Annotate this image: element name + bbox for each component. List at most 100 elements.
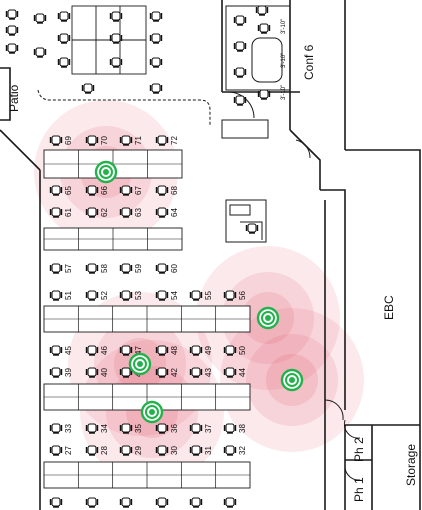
desk-number-label: 60 (170, 264, 179, 273)
access-points (94, 160, 304, 424)
chair-icon (119, 423, 133, 434)
wifi-access-point-icon[interactable] (280, 368, 304, 392)
chair-icon (223, 423, 237, 434)
desk-number-label: 71 (134, 136, 143, 145)
wifi-access-point-icon[interactable] (128, 352, 152, 376)
desk-number-label: 39 (64, 368, 73, 377)
chair-icon (155, 445, 169, 456)
desk-number-label: 57 (64, 264, 73, 273)
desk-number-label: 54 (170, 291, 179, 300)
chair-icon (233, 41, 247, 52)
chair-icon (85, 185, 99, 196)
chair-icon (257, 89, 271, 100)
chair-icon (119, 445, 133, 456)
desk-number-label: 66 (100, 186, 109, 195)
chair-icon (149, 11, 163, 22)
chair-icon (85, 263, 99, 274)
desk-number-label: 72 (170, 136, 179, 145)
desk-number-label: 58 (100, 264, 109, 273)
chair-icon (49, 263, 63, 274)
desk-number-label: 51 (64, 291, 73, 300)
desk-number-label: 64 (170, 208, 179, 217)
room-label-ph2: Ph 2 (352, 437, 366, 462)
chair-icon (119, 367, 133, 378)
desk-table (43, 227, 183, 251)
desk-number-label: 33 (64, 424, 73, 433)
chair-icon (119, 185, 133, 196)
chair-icon (57, 11, 71, 22)
desk-tables (43, 149, 251, 489)
chair-icon (223, 345, 237, 356)
chair-icon (189, 367, 203, 378)
chair-icon (5, 9, 19, 20)
chair-icon (119, 290, 133, 301)
desk-number-label: 32 (238, 446, 247, 455)
chair-icon (49, 290, 63, 301)
desk-number-label: 50 (238, 346, 247, 355)
desk-number-label: 48 (170, 346, 179, 355)
desk-number-label: 30 (170, 446, 179, 455)
wifi-access-point-icon[interactable] (256, 306, 280, 330)
room-label-conf6: Conf 6 (302, 44, 316, 80)
chair-icon (223, 445, 237, 456)
chair-icon (155, 367, 169, 378)
chair-icon (189, 345, 203, 356)
room-label-ebc: EBC (382, 295, 396, 320)
chair-icon (223, 367, 237, 378)
chair-icon (149, 83, 163, 94)
desk-number-label: 62 (100, 208, 109, 217)
chair-icon (149, 33, 163, 44)
chairs (5, 5, 271, 508)
chair-icon (155, 290, 169, 301)
desk-number-label: 68 (170, 186, 179, 195)
desk-number-label: 28 (100, 446, 109, 455)
room-label-storage: Storage (404, 444, 418, 486)
chair-icon (81, 83, 95, 94)
desk-number-label: 27 (64, 446, 73, 455)
chair-icon (189, 497, 203, 508)
room-label-ph1: Ph 1 (352, 477, 366, 502)
desk-number-label: 38 (238, 424, 247, 433)
chair-icon (119, 263, 133, 274)
chair-icon (155, 135, 169, 146)
desk-number-label: 55 (204, 291, 213, 300)
chair-icon (233, 67, 247, 78)
chair-icon (57, 33, 71, 44)
desk-number-label: 49 (204, 346, 213, 355)
desk-number-label: 29 (134, 446, 143, 455)
chair-icon (255, 5, 269, 16)
chair-icon (155, 497, 169, 508)
chair-icon (85, 290, 99, 301)
chair-icon (49, 207, 63, 218)
chair-icon (57, 57, 71, 68)
chair-icon (119, 345, 133, 356)
chair-icon (49, 445, 63, 456)
chair-icon (245, 223, 259, 234)
wifi-access-point-icon[interactable] (140, 400, 164, 424)
chair-icon (119, 497, 133, 508)
wifi-access-point-icon[interactable] (94, 160, 118, 184)
chair-icon (5, 25, 19, 36)
chair-icon (233, 15, 247, 26)
chair-icon (257, 23, 271, 34)
desk-number-label: 34 (100, 424, 109, 433)
desk-number-label: 40 (100, 368, 109, 377)
desk-number-label: 43 (204, 368, 213, 377)
desk-number-label: 67 (134, 186, 143, 195)
desk-number-label: 63 (134, 208, 143, 217)
door-swings (227, 91, 361, 481)
desk-number-label: 59 (134, 264, 143, 273)
chair-icon (233, 95, 247, 106)
chair-icon (119, 135, 133, 146)
chair-icon (85, 367, 99, 378)
desk-table (43, 461, 251, 489)
desk-number-label: 37 (204, 424, 213, 433)
chair-icon (109, 11, 123, 22)
desk-number-label: 42 (170, 368, 179, 377)
desk-table (43, 305, 251, 333)
chair-icon (33, 13, 47, 24)
chair-icon (85, 423, 99, 434)
